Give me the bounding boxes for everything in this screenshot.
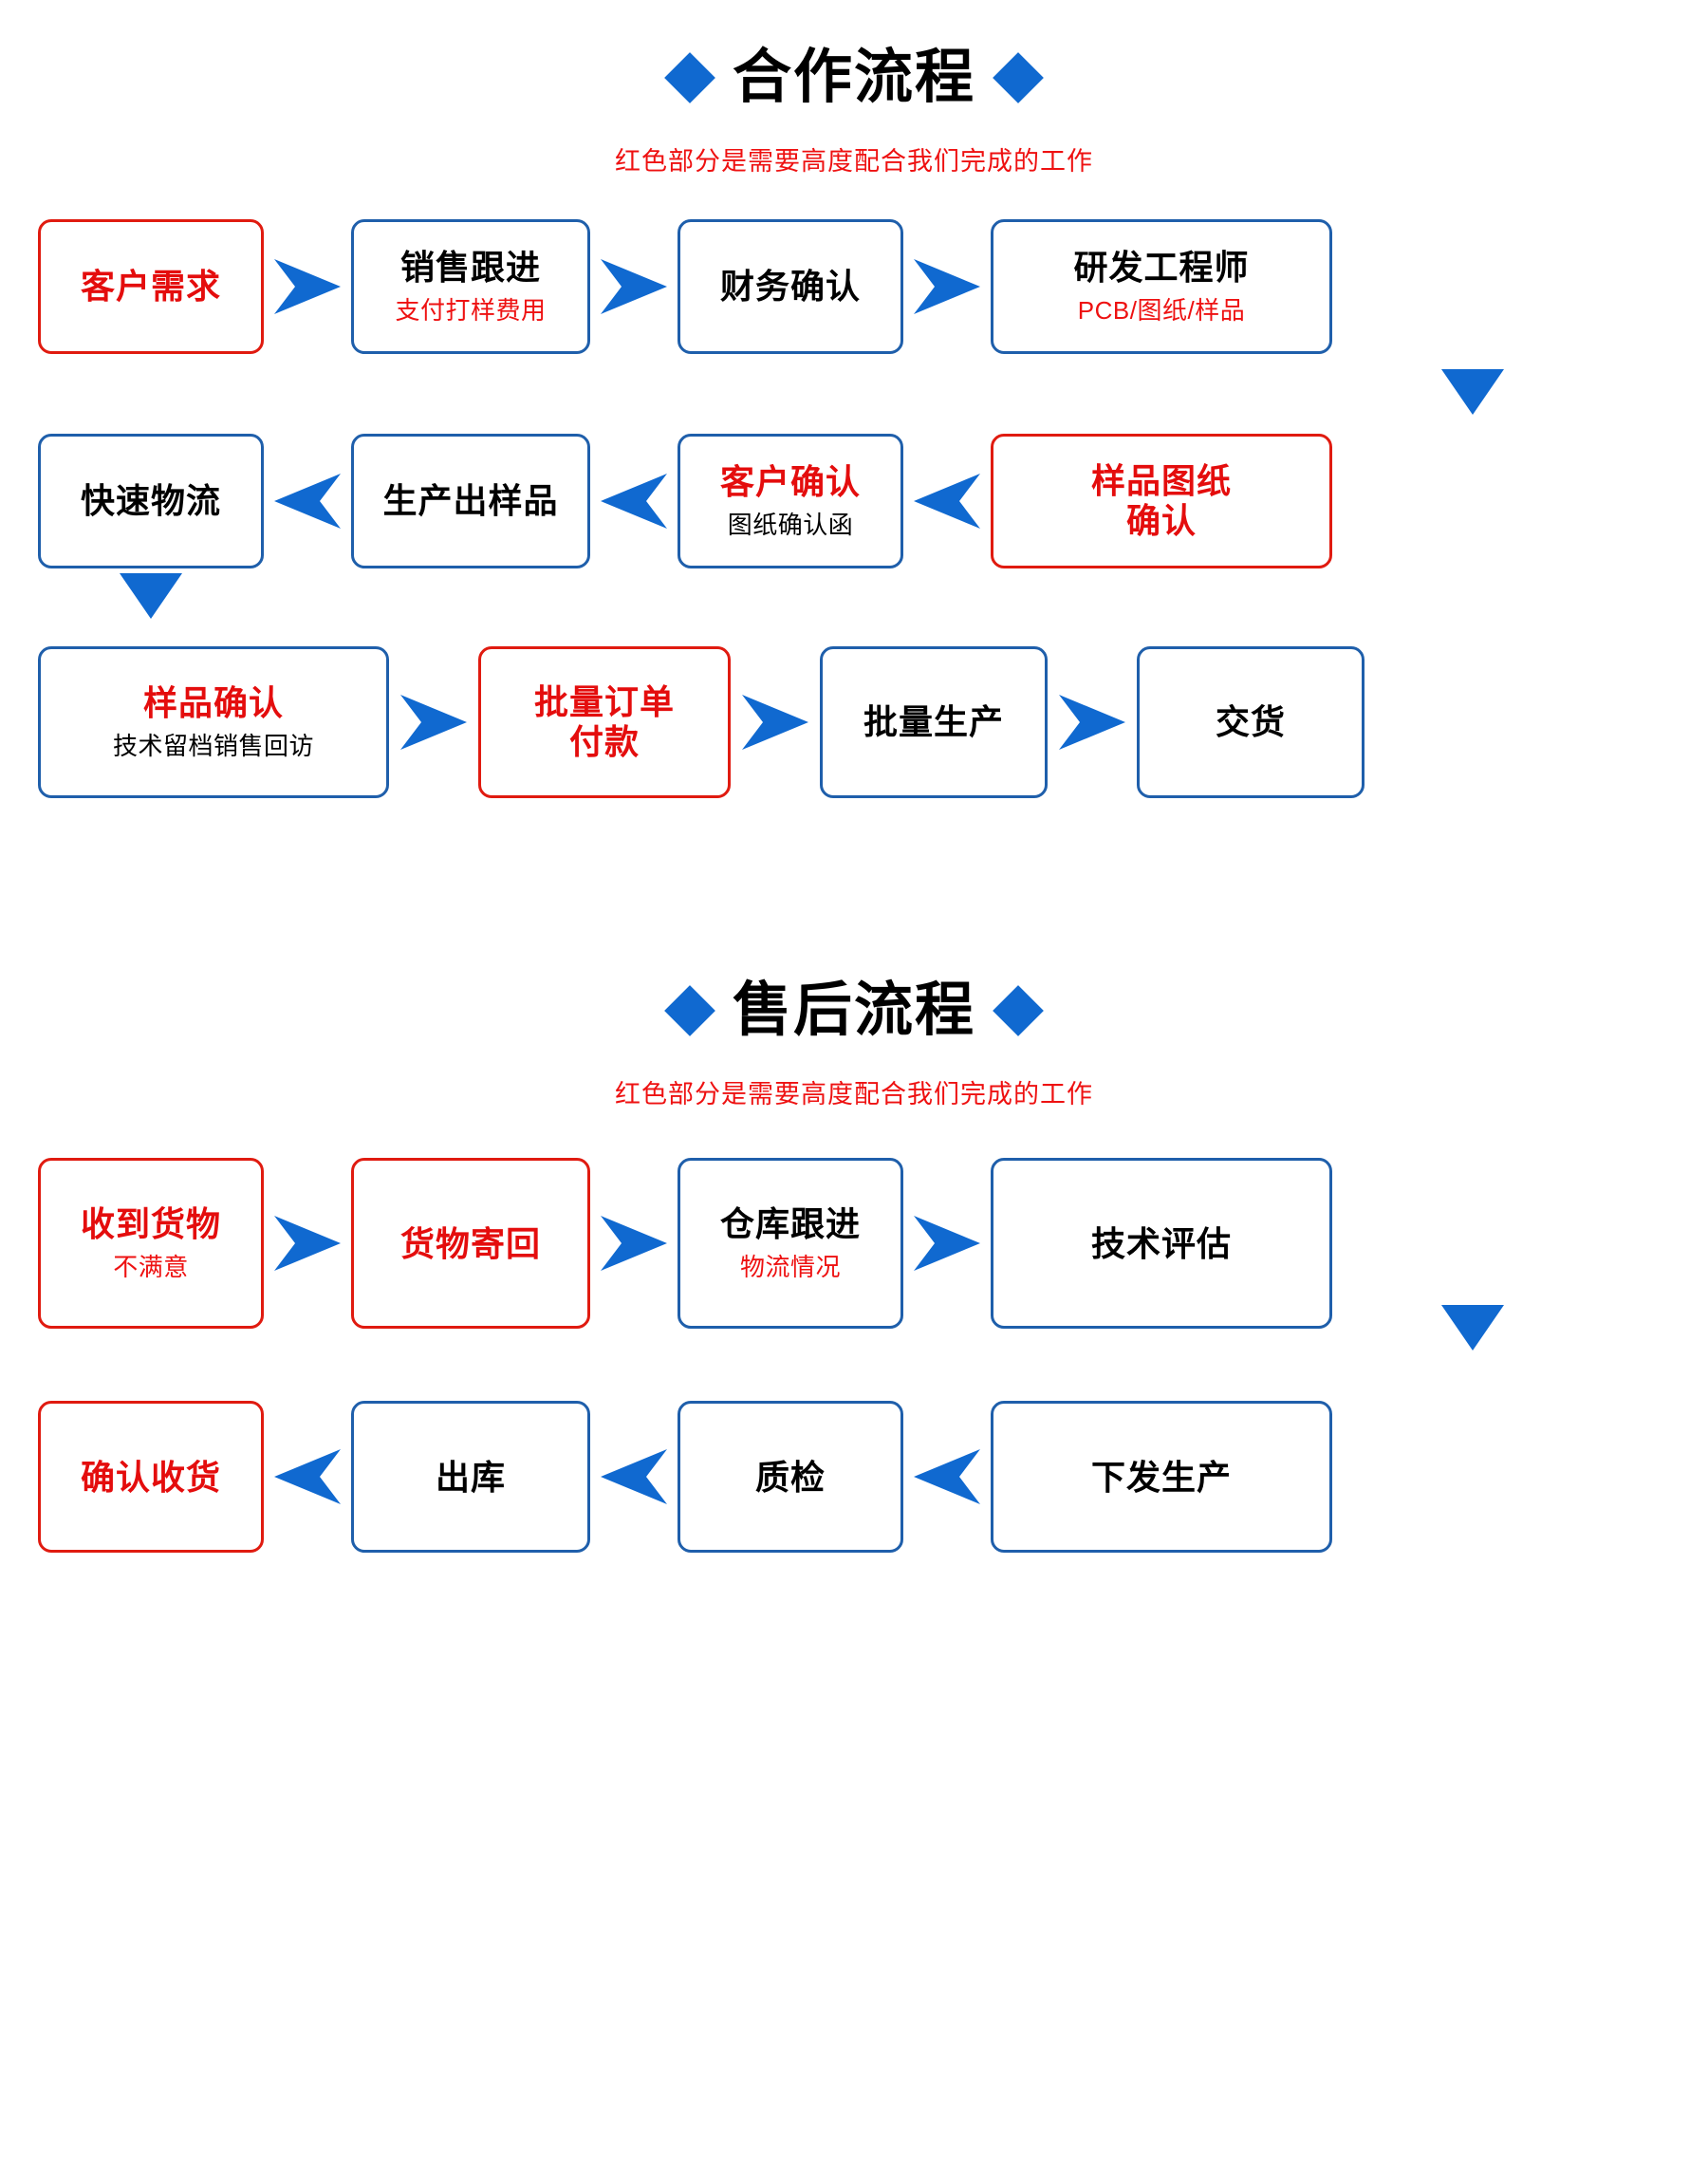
node-bulk-production[interactable]: 批量生产	[820, 646, 1048, 799]
node-title: 交货	[1215, 702, 1286, 742]
node-finance-confirm[interactable]: 财务确认	[678, 219, 903, 355]
arrow-right-icon-8	[590, 1158, 678, 1329]
diamond-bullet-icon-right	[993, 52, 1044, 103]
node-title: 货物寄回	[399, 1223, 541, 1263]
node-issue-production[interactable]: 下发生产	[991, 1401, 1332, 1554]
flow-row-2: 快速物流 生产出样品 客户确认 图纸确认函	[0, 434, 1708, 569]
node-title: 批量生产	[863, 702, 1004, 742]
node-title: 下发生产	[1090, 1457, 1232, 1497]
node-sales-followup[interactable]: 销售跟进 支付打样费用	[351, 219, 590, 355]
node-technical-assessment[interactable]: 技术评估	[991, 1158, 1332, 1330]
node-fast-logistics[interactable]: 快速物流	[38, 434, 264, 569]
node-title: 样品图纸 确认	[1090, 461, 1232, 541]
node-title: 快速物流	[80, 481, 221, 521]
node-subtitle: 不满意	[113, 1253, 189, 1282]
section-subtitle-after-sales: 红色部分是需要高度配合我们完成的工作	[615, 1080, 1093, 1109]
node-quality-inspection[interactable]: 质检	[678, 1401, 903, 1554]
page-title-cooperation: 合作流程	[732, 45, 975, 110]
node-title: 确认收货	[80, 1457, 221, 1497]
arrow-right-icon-2	[590, 219, 678, 354]
node-title: 收到货物	[80, 1204, 221, 1244]
flow-row-3: 样品确认 技术留档销售回访 批量订单 付款 批量生产	[0, 646, 1708, 799]
node-title: 质检	[754, 1457, 826, 1497]
arrow-left-icon-3	[903, 434, 991, 568]
node-subtitle: 物流情况	[739, 1253, 841, 1282]
node-subtitle: PCB/图纸/样品	[1077, 295, 1246, 325]
flowchart-page: 合作流程 红色部分是需要高度配合我们完成的工作 客户需求 销售跟进 支付打样费用	[0, 0, 1708, 1554]
diamond-bullet-icon-right	[993, 985, 1044, 1037]
node-title: 财务确认	[719, 267, 861, 307]
arrow-right-icon-3	[903, 219, 991, 354]
page-title-after-sales: 售后流程	[732, 978, 975, 1044]
node-sample-confirm[interactable]: 样品确认 技术留档销售回访	[38, 646, 389, 799]
arrow-left-icon-5	[590, 1401, 678, 1553]
node-warehouse-followup[interactable]: 仓库跟进 物流情况	[678, 1158, 903, 1330]
node-customer-requirement[interactable]: 客户需求	[38, 219, 264, 355]
node-outbound[interactable]: 出库	[351, 1401, 590, 1554]
flow-row-5: 确认收货 出库 质检	[0, 1401, 1708, 1554]
node-title: 样品确认	[142, 683, 284, 723]
arrow-right-icon-6	[1048, 646, 1137, 798]
node-goods-received[interactable]: 收到货物 不满意	[38, 1158, 264, 1330]
section-after-sales: 售后流程 红色部分是需要高度配合我们完成的工作 收到货物 不满意 货物寄回	[0, 798, 1708, 1554]
node-subtitle: 图纸确认函	[727, 510, 854, 539]
arrow-right-icon-9	[903, 1158, 991, 1329]
flow-row-4: 收到货物 不满意 货物寄回 仓库跟进 物流情况	[0, 1158, 1708, 1330]
node-produce-sample[interactable]: 生产出样品	[351, 434, 590, 569]
arrow-right-icon-4	[389, 646, 478, 798]
arrow-down-icon-rd-to-sample	[1438, 365, 1508, 419]
arrow-left-icon-4	[264, 1401, 351, 1553]
section-cooperation: 合作流程 红色部分是需要高度配合我们完成的工作 客户需求 销售跟进 支付打样费用	[0, 0, 1708, 799]
section-subtitle-cooperation: 红色部分是需要高度配合我们完成的工作	[615, 147, 1093, 177]
arrow-right-icon-5	[731, 646, 820, 798]
diamond-bullet-icon-left	[664, 52, 715, 103]
flow-row-1: 客户需求 销售跟进 支付打样费用 财务确认	[0, 219, 1708, 355]
arrow-left-icon-6	[903, 1401, 991, 1553]
node-goods-returned[interactable]: 货物寄回	[351, 1158, 590, 1330]
node-subtitle: 技术留档销售回访	[112, 731, 314, 760]
node-rd-engineer[interactable]: 研发工程师 PCB/图纸/样品	[991, 219, 1332, 355]
arrow-down-icon-logistics-to-sample-confirm	[116, 569, 186, 623]
arrow-right-icon-7	[264, 1158, 351, 1329]
arrow-left-icon-1	[264, 434, 351, 568]
node-title: 技术评估	[1090, 1223, 1232, 1263]
node-title: 出库	[435, 1457, 506, 1497]
node-delivery[interactable]: 交货	[1137, 646, 1365, 799]
node-title: 研发工程师	[1073, 248, 1250, 288]
node-subtitle: 支付打样费用	[395, 295, 547, 325]
arrow-right-icon-1	[264, 219, 351, 354]
node-title: 客户需求	[80, 267, 221, 307]
diamond-bullet-icon-left	[664, 985, 715, 1037]
node-customer-confirm[interactable]: 客户确认 图纸确认函	[678, 434, 903, 569]
node-title: 销售跟进	[399, 248, 541, 288]
node-title: 批量订单 付款	[533, 682, 675, 762]
node-title: 仓库跟进	[719, 1204, 861, 1244]
arrow-left-icon-2	[590, 434, 678, 568]
node-title: 生产出样品	[382, 481, 559, 521]
node-title: 客户确认	[719, 462, 861, 502]
arrow-down-icon-assessment-to-production	[1438, 1301, 1508, 1354]
section-header-cooperation: 合作流程	[0, 45, 1708, 110]
node-bulk-order-payment[interactable]: 批量订单 付款	[478, 646, 731, 799]
node-confirm-receipt[interactable]: 确认收货	[38, 1401, 264, 1554]
section-header-after-sales: 售后流程	[0, 978, 1708, 1043]
node-sample-drawing-confirm[interactable]: 样品图纸 确认	[991, 434, 1332, 569]
